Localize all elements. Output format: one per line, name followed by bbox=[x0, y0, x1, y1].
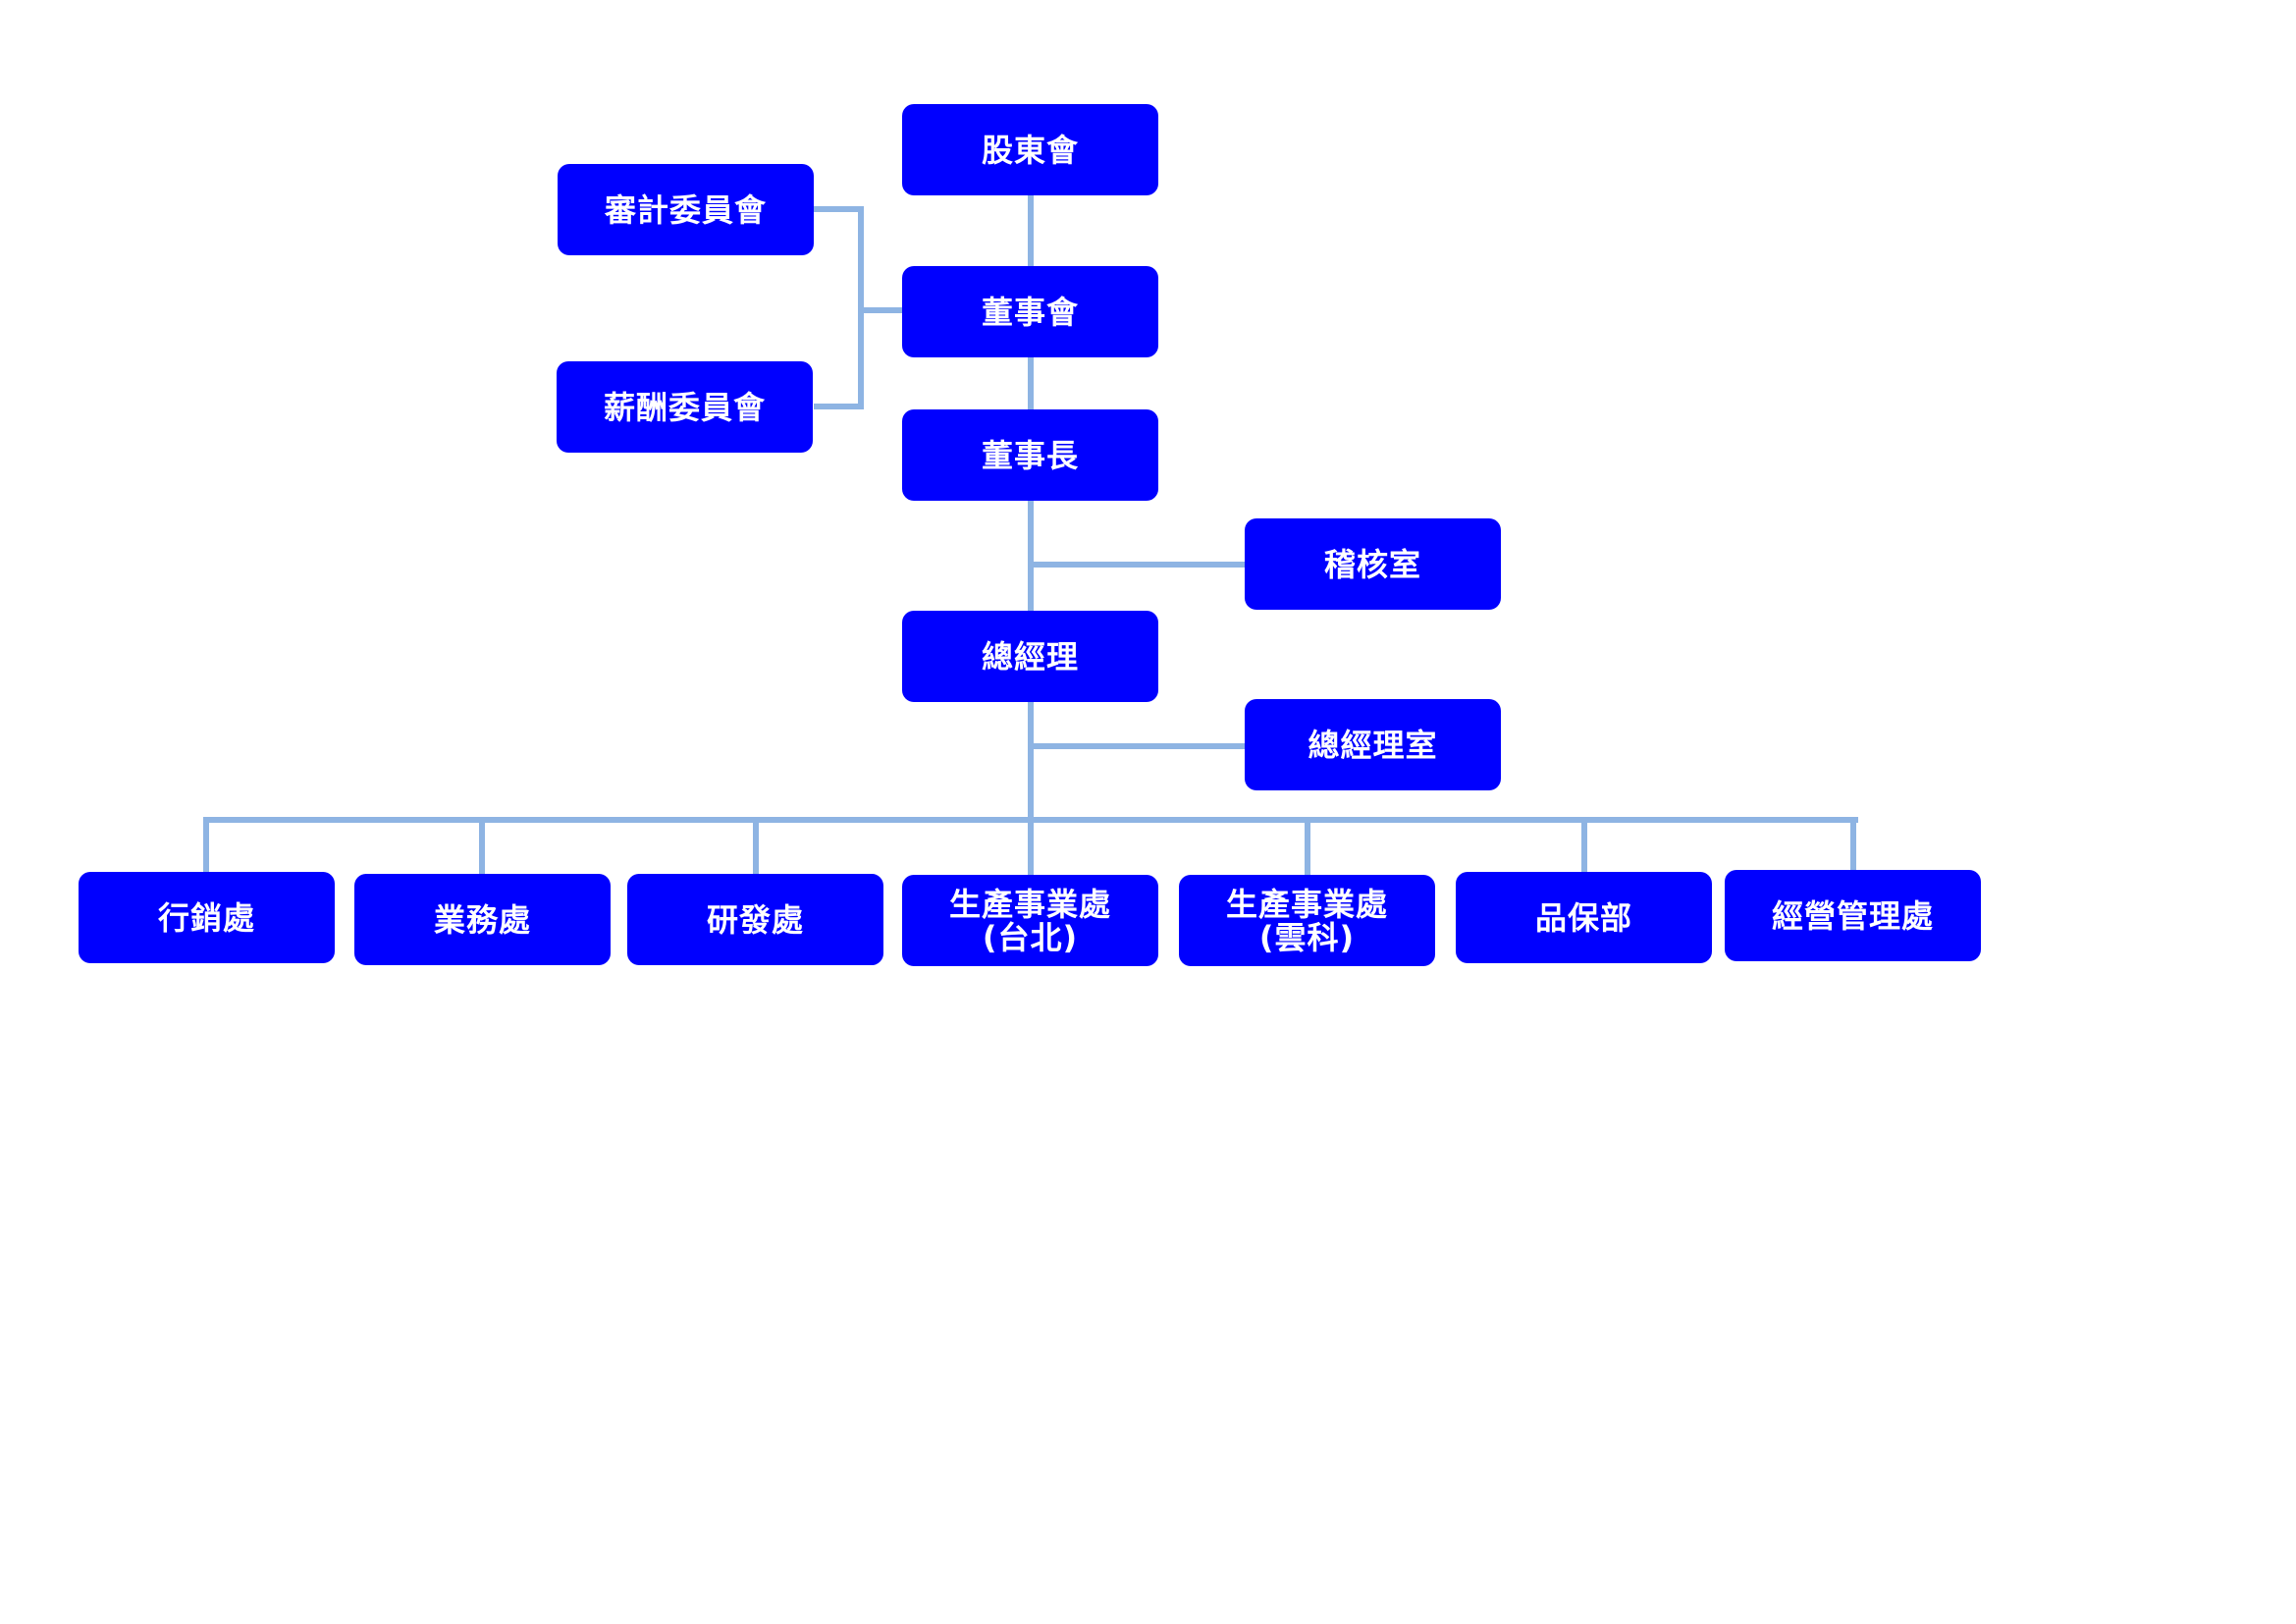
dept-label: 研發處 bbox=[706, 900, 804, 939]
dept-label: 品保部 bbox=[1534, 898, 1632, 937]
node-audit-committee: 審計委員會 bbox=[558, 164, 814, 255]
node-president-office: 總經理室 bbox=[1245, 699, 1501, 790]
node-shareholders: 股東會 bbox=[902, 104, 1158, 195]
node-dept-sales: 業務處 bbox=[354, 874, 611, 965]
node-dept-rnd: 研發處 bbox=[627, 874, 883, 965]
node-compensation-committee: 薪酬委員會 bbox=[557, 361, 813, 453]
dept-label: 經營管理處 bbox=[1771, 896, 1934, 935]
dept-label: 行銷處 bbox=[157, 898, 255, 937]
dept-sublabel: (雲科) bbox=[1258, 918, 1356, 956]
node-dept-marketing: 行銷處 bbox=[79, 872, 335, 963]
node-dept-management: 經營管理處 bbox=[1725, 870, 1981, 961]
node-president: 總經理 bbox=[902, 611, 1158, 702]
dept-label: 生產事業處 bbox=[1225, 885, 1388, 923]
dept-label: 生產事業處 bbox=[948, 885, 1111, 923]
node-dept-production-taipei: 生產事業處 (台北) bbox=[902, 875, 1158, 966]
node-audit-office: 稽核室 bbox=[1245, 518, 1501, 610]
node-board: 董事會 bbox=[902, 266, 1158, 357]
node-dept-quality: 品保部 bbox=[1456, 872, 1712, 963]
dept-sublabel: (台北) bbox=[982, 918, 1079, 956]
node-chairman: 董事長 bbox=[902, 409, 1158, 501]
node-dept-production-yunke: 生產事業處 (雲科) bbox=[1179, 875, 1435, 966]
dept-label: 業務處 bbox=[433, 900, 531, 939]
